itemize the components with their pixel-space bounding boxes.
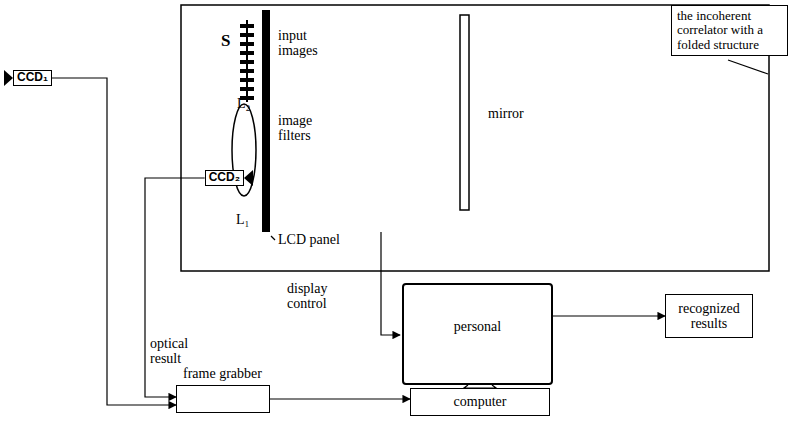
connector [270,398,410,399]
node-text: computer [454,394,507,409]
part-label: mirror [488,106,524,121]
leader-line [728,60,768,74]
process-box: computer [410,388,550,416]
node-text: CCD₁ [17,71,48,84]
camera-symbol [244,170,253,186]
camera-symbol [4,70,13,86]
control-line [381,232,400,335]
correlator-frame [181,5,769,271]
part-label: input images [278,28,348,59]
process-box: the incoherent correlator with a folded … [671,5,788,56]
mirror-bar [460,15,469,210]
process-box: recognized results [665,294,753,338]
process-box: CCD₁ [13,70,52,86]
part-label: S [221,32,230,51]
node-text: the incoherent correlator with a folded … [677,8,763,52]
lcd-panel [262,10,270,232]
node-text: CCD₂ [209,171,240,184]
part-label: L₂ [237,96,250,111]
connector [553,315,665,316]
node-text: recognized results [666,301,752,332]
part-label: optical result [150,336,202,367]
process-box: personal [402,283,553,385]
node-text: personal [454,319,501,334]
source-array [240,20,254,102]
part-label: image filters [278,113,348,144]
leader-line [271,236,275,240]
part-label: L₁ [236,212,249,227]
part-label: LCD panel [278,232,340,247]
part-label: display control [287,281,347,312]
connector [145,178,205,397]
process-box: frame grabber [176,385,270,413]
process-box: CCD₂ [205,170,244,186]
node-text: frame grabber [183,366,262,381]
